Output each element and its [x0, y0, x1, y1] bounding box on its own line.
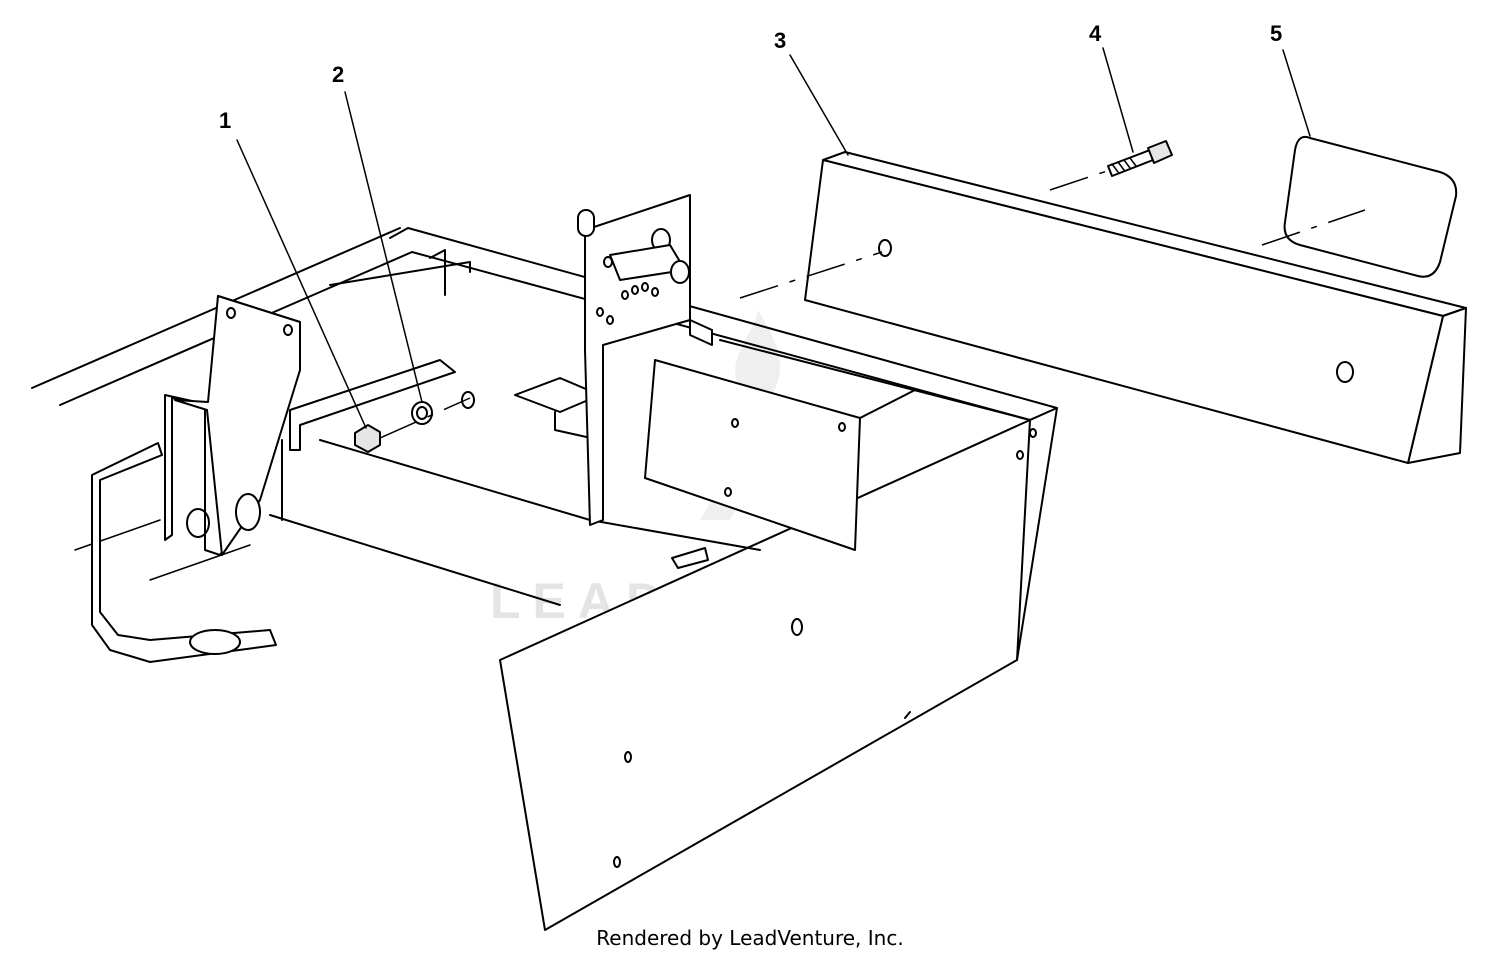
frame-body [31, 227, 1058, 931]
callout-5: 5 [1270, 21, 1282, 46]
decal [1261, 135, 1458, 278]
callout-1: 1 [219, 108, 231, 133]
leader-lines [236, 47, 1311, 429]
callout-3: 3 [774, 28, 786, 53]
callout-2: 2 [332, 62, 344, 87]
bumper-block [739, 151, 1467, 464]
upright-plate [577, 194, 713, 526]
callout-4: 4 [1089, 21, 1102, 46]
front-inner-panel [644, 359, 916, 551]
hardware-nut-washer [354, 391, 475, 453]
credit-text: Rendered by LeadVenture, Inc. [596, 926, 904, 950]
left-bracket [91, 295, 301, 663]
bolt [1049, 140, 1173, 191]
inner-bracket [289, 359, 601, 451]
